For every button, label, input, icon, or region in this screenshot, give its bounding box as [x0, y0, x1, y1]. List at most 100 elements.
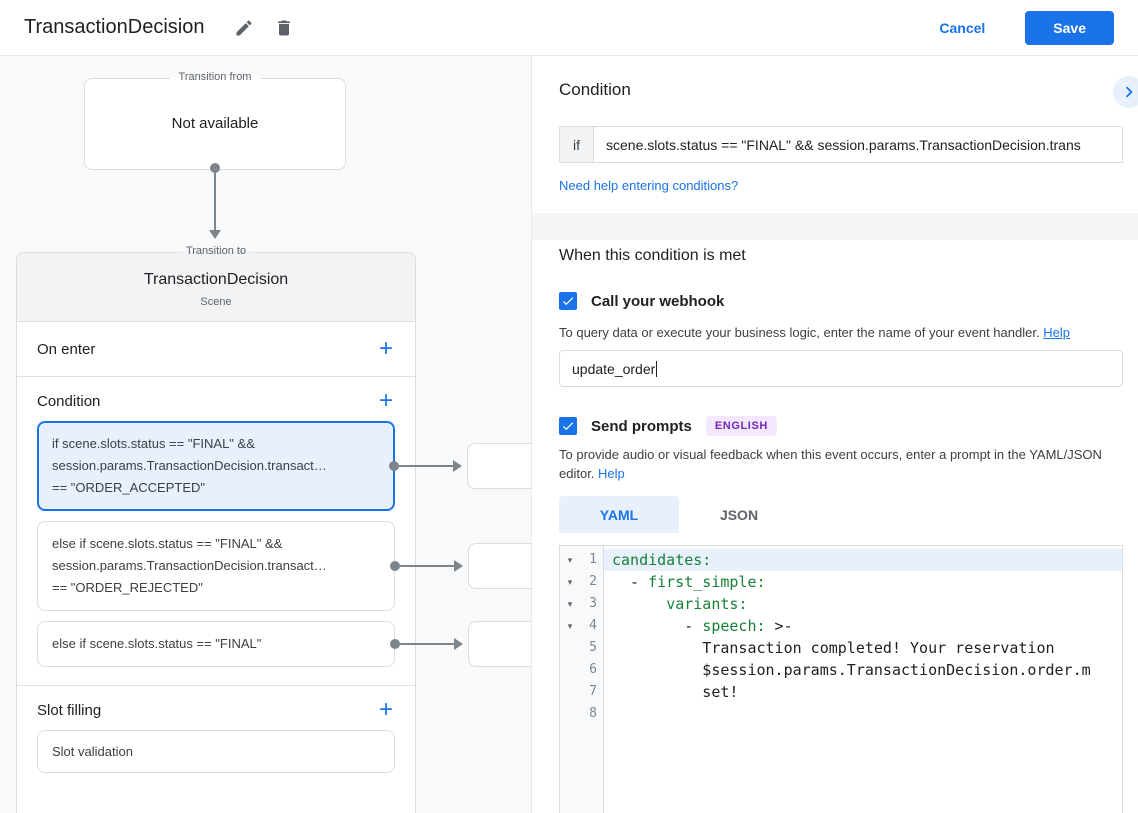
chevron-right-icon	[1125, 86, 1133, 98]
chevron-down-icon: ▾	[567, 577, 573, 587]
page-title: TransactionDecision	[24, 16, 205, 38]
slot-validation-card[interactable]: Slot validation	[37, 730, 395, 773]
line-number: 2	[589, 574, 597, 589]
editor-line: 7 set!	[560, 681, 1122, 703]
event-handler-value: update_order	[572, 360, 656, 377]
section-divider	[532, 213, 1138, 240]
condition-card-accepted[interactable]: if scene.slots.status == "FINAL" && sess…	[37, 421, 531, 511]
collapse-panel-button[interactable]	[1113, 76, 1138, 108]
send-prompts-checkbox[interactable]	[559, 417, 577, 435]
send-prompts-label: Send prompts	[591, 417, 692, 435]
fold-toggle[interactable]: ▾	[560, 593, 580, 615]
condition-card-final[interactable]: else if scene.slots.status == "FINAL"	[37, 621, 531, 667]
editor-line: ▾ 4 - speech: >-	[560, 615, 1122, 637]
code-line: $session.params.TransactionDecision.orde…	[612, 661, 1091, 679]
condition-text-line: == "ORDER_REJECTED"	[52, 580, 203, 595]
code-line: variants:	[666, 595, 748, 613]
editor-line: 6 $session.params.TransactionDecision.or…	[560, 659, 1122, 681]
editor-gutter	[560, 546, 604, 813]
line-number: 6	[589, 662, 597, 677]
code-line: - speech: >-	[612, 617, 793, 635]
condition-detail-panel: Condition if scene.slots.status == "FINA…	[531, 56, 1138, 813]
webhook-row: Call your webhook	[559, 292, 724, 310]
edit-button[interactable]	[228, 12, 260, 44]
condition-card-rejected[interactable]: else if scene.slots.status == "FINAL" &&…	[37, 521, 531, 611]
event-handler-input[interactable]: update_order	[559, 350, 1123, 387]
transition-to-card: Transition to TransactionDecision Scene …	[16, 245, 531, 813]
prompts-help-link[interactable]: Help	[598, 466, 625, 481]
connector-line	[394, 565, 456, 567]
transition-target-node[interactable]	[467, 443, 531, 489]
code-line	[604, 703, 1122, 725]
scene-header: TransactionDecision Scene	[17, 253, 415, 321]
delete-button[interactable]	[268, 12, 300, 44]
editor-format-tabs: YAML JSON	[559, 496, 799, 533]
condition-expression-input[interactable]: scene.slots.status == "FINAL" && session…	[606, 136, 1081, 153]
chevron-down-icon: ▾	[567, 599, 573, 609]
condition-expression-row: if scene.slots.status == "FINAL" && sess…	[559, 126, 1123, 163]
transition-target-node[interactable]	[468, 543, 531, 589]
connector-dot	[210, 163, 220, 173]
slot-filling-label: Slot filling	[37, 701, 102, 719]
connector-line	[394, 643, 456, 645]
pencil-icon	[236, 19, 252, 35]
condition-text-line: session.params.TransactionDecision.trans…	[52, 458, 327, 473]
transition-from-box: Transition from Not available	[84, 71, 346, 170]
chevron-down-icon: ▾	[567, 621, 573, 631]
connector-line	[393, 465, 455, 467]
call-webhook-checkbox[interactable]	[559, 292, 577, 310]
check-icon	[562, 297, 574, 306]
panel-title: Condition	[559, 80, 631, 99]
add-condition-button[interactable]: +	[378, 387, 393, 414]
yaml-editor[interactable]: ▾ 1 candidates: ▾ 2 - first_simple: ▾ 3 …	[559, 545, 1123, 813]
connector-arrowhead-right	[454, 560, 463, 572]
conditions-help-link[interactable]: Need help entering conditions?	[559, 178, 739, 193]
fold-toggle[interactable]: ▾	[560, 549, 580, 571]
section-condition: Condition + if scene.slots.status == "FI…	[17, 376, 531, 685]
trash-icon	[278, 20, 291, 35]
line-number: 5	[589, 640, 597, 655]
webhook-help-link[interactable]: Help	[1043, 325, 1070, 340]
cancel-button[interactable]: Cancel	[923, 12, 1001, 44]
tab-yaml[interactable]: YAML	[559, 496, 679, 533]
call-webhook-label: Call your webhook	[591, 292, 725, 310]
transition-to-legend: Transition to	[177, 245, 255, 257]
scene-title: TransactionDecision	[143, 271, 289, 288]
condition-section-label: Condition	[37, 392, 101, 410]
save-button[interactable]: Save	[1025, 10, 1114, 45]
check-icon	[562, 422, 574, 431]
tab-json[interactable]: JSON	[679, 496, 799, 533]
when-met-title: When this condition is met	[559, 247, 746, 264]
editor-line: ▾ 2 - first_simple:	[560, 571, 1122, 593]
add-on-enter-button[interactable]: +	[378, 335, 393, 362]
condition-text-line: == "ORDER_ACCEPTED"	[52, 480, 205, 495]
editor-line: ▾ 3 variants:	[560, 593, 1122, 615]
condition-text-line: else if scene.slots.status == "FINAL"	[52, 636, 262, 651]
connector-line	[214, 170, 216, 230]
transition-target-node[interactable]	[468, 621, 531, 667]
condition-text-line: if scene.slots.status == "FINAL" &&	[52, 436, 255, 451]
code-line: set!	[612, 683, 739, 701]
line-number: 1	[589, 552, 597, 567]
condition-text-line: session.params.TransactionDecision.trans…	[52, 558, 327, 573]
line-number: 4	[589, 618, 597, 633]
transition-from-legend: Transition from	[170, 71, 260, 83]
line-number: 8	[589, 706, 597, 721]
line-number: 3	[589, 596, 597, 611]
flow-canvas: Transition from Not available Transition…	[0, 56, 531, 813]
add-slot-button[interactable]: +	[378, 696, 393, 723]
send-prompts-row: Send prompts ENGLISH	[559, 416, 777, 436]
transition-from-content: Not available	[171, 115, 259, 132]
editor-line: ▾ 1 candidates:	[560, 549, 1122, 571]
section-slot-filling: Slot filling + Slot validation	[17, 685, 415, 791]
if-prefix-label: if	[560, 127, 594, 162]
fold-toggle[interactable]: ▾	[560, 571, 580, 593]
code-line: candidates:	[604, 549, 1122, 571]
line-number: 7	[589, 684, 597, 699]
fold-toggle[interactable]: ▾	[560, 615, 580, 637]
section-on-enter: On enter +	[17, 321, 415, 376]
connector-arrowhead-down	[209, 230, 221, 239]
prompts-description: To provide audio or visual feedback when…	[559, 447, 1102, 481]
condition-text-line: else if scene.slots.status == "FINAL" &&	[52, 536, 283, 551]
